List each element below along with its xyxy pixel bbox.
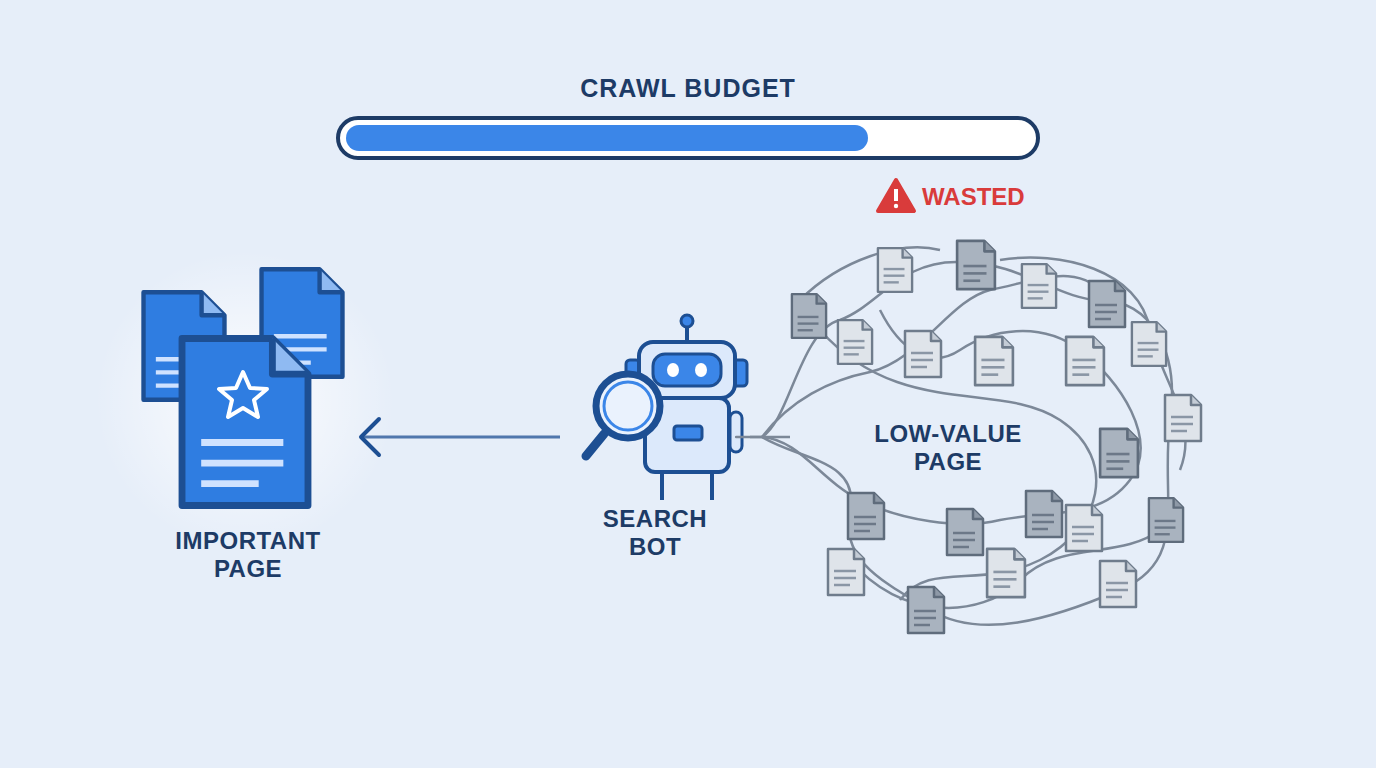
budget-bar (338, 118, 1038, 158)
doc-icon (848, 493, 884, 539)
connector (361, 419, 560, 455)
tangle-line (762, 310, 1140, 524)
magnifier-handle (586, 434, 604, 456)
doc-icon (1100, 429, 1138, 477)
robot-eye (695, 363, 707, 377)
robot-panel (674, 426, 702, 440)
node-label: LOW-VALUE PAGE (848, 420, 1048, 476)
star-icon (219, 372, 267, 417)
robot-icon (586, 315, 747, 500)
doc-icon (792, 294, 826, 338)
magnifier-lens (596, 374, 660, 438)
doc-icon (1149, 498, 1183, 542)
robot-arm (730, 412, 742, 452)
tangle-line (762, 276, 1110, 437)
doc-icon (1022, 264, 1056, 308)
low-value-page: LOW-VALUE PAGE (790, 236, 1220, 651)
warning-dot (894, 204, 898, 208)
doc-icon (975, 337, 1013, 385)
doc-icon (1089, 281, 1125, 327)
doc-icon (182, 338, 308, 505)
doc-icon (838, 320, 872, 364)
doc-glow (95, 250, 395, 550)
tangle-line (1000, 258, 1186, 470)
connector (750, 437, 790, 438)
important-docs (95, 250, 395, 550)
doc-icon (878, 248, 912, 292)
robot-eye (667, 363, 679, 377)
bar-fill (346, 125, 868, 151)
arrow-head (361, 419, 379, 455)
tangle-line (850, 530, 1160, 608)
important-page: IMPORTANT PAGE (135, 262, 361, 587)
robot-legs (662, 472, 712, 500)
robot-visor (653, 354, 721, 386)
doc-icon (957, 241, 995, 289)
node-label: SEARCH BOT (595, 505, 715, 561)
warning-triangle (878, 180, 914, 211)
doc-icon (947, 509, 983, 555)
doc-icon (908, 587, 944, 633)
magnifier-ring (604, 382, 652, 430)
search-bot: SEARCH BOT (560, 312, 750, 567)
doc-icon (1066, 505, 1102, 551)
tangle-line (762, 262, 1172, 625)
bar-track (338, 118, 1038, 158)
diagram-title: CRAWL BUDGET (388, 72, 988, 104)
doc-icon (1066, 337, 1104, 385)
doc-icon (905, 331, 941, 377)
tangle-lines (736, 247, 1185, 624)
doc-icon (828, 549, 864, 595)
connector-line (750, 436, 790, 439)
tangle-line (736, 436, 763, 439)
doc-icon (1165, 395, 1201, 441)
doc-icon (1026, 491, 1062, 537)
doc-icon (1162, 394, 1198, 440)
connector-line (361, 436, 560, 439)
doc-icon (1100, 561, 1136, 607)
warning-icon (878, 180, 914, 211)
warning-label: WASTED (922, 182, 1062, 212)
tangle-line (800, 247, 940, 300)
node-label: IMPORTANT PAGE (160, 527, 336, 583)
low-value-docs (792, 241, 1201, 633)
warning-mark (894, 189, 898, 201)
antenna-tip (681, 315, 693, 327)
doc-icon (1132, 322, 1166, 366)
doc-icon (987, 549, 1025, 597)
